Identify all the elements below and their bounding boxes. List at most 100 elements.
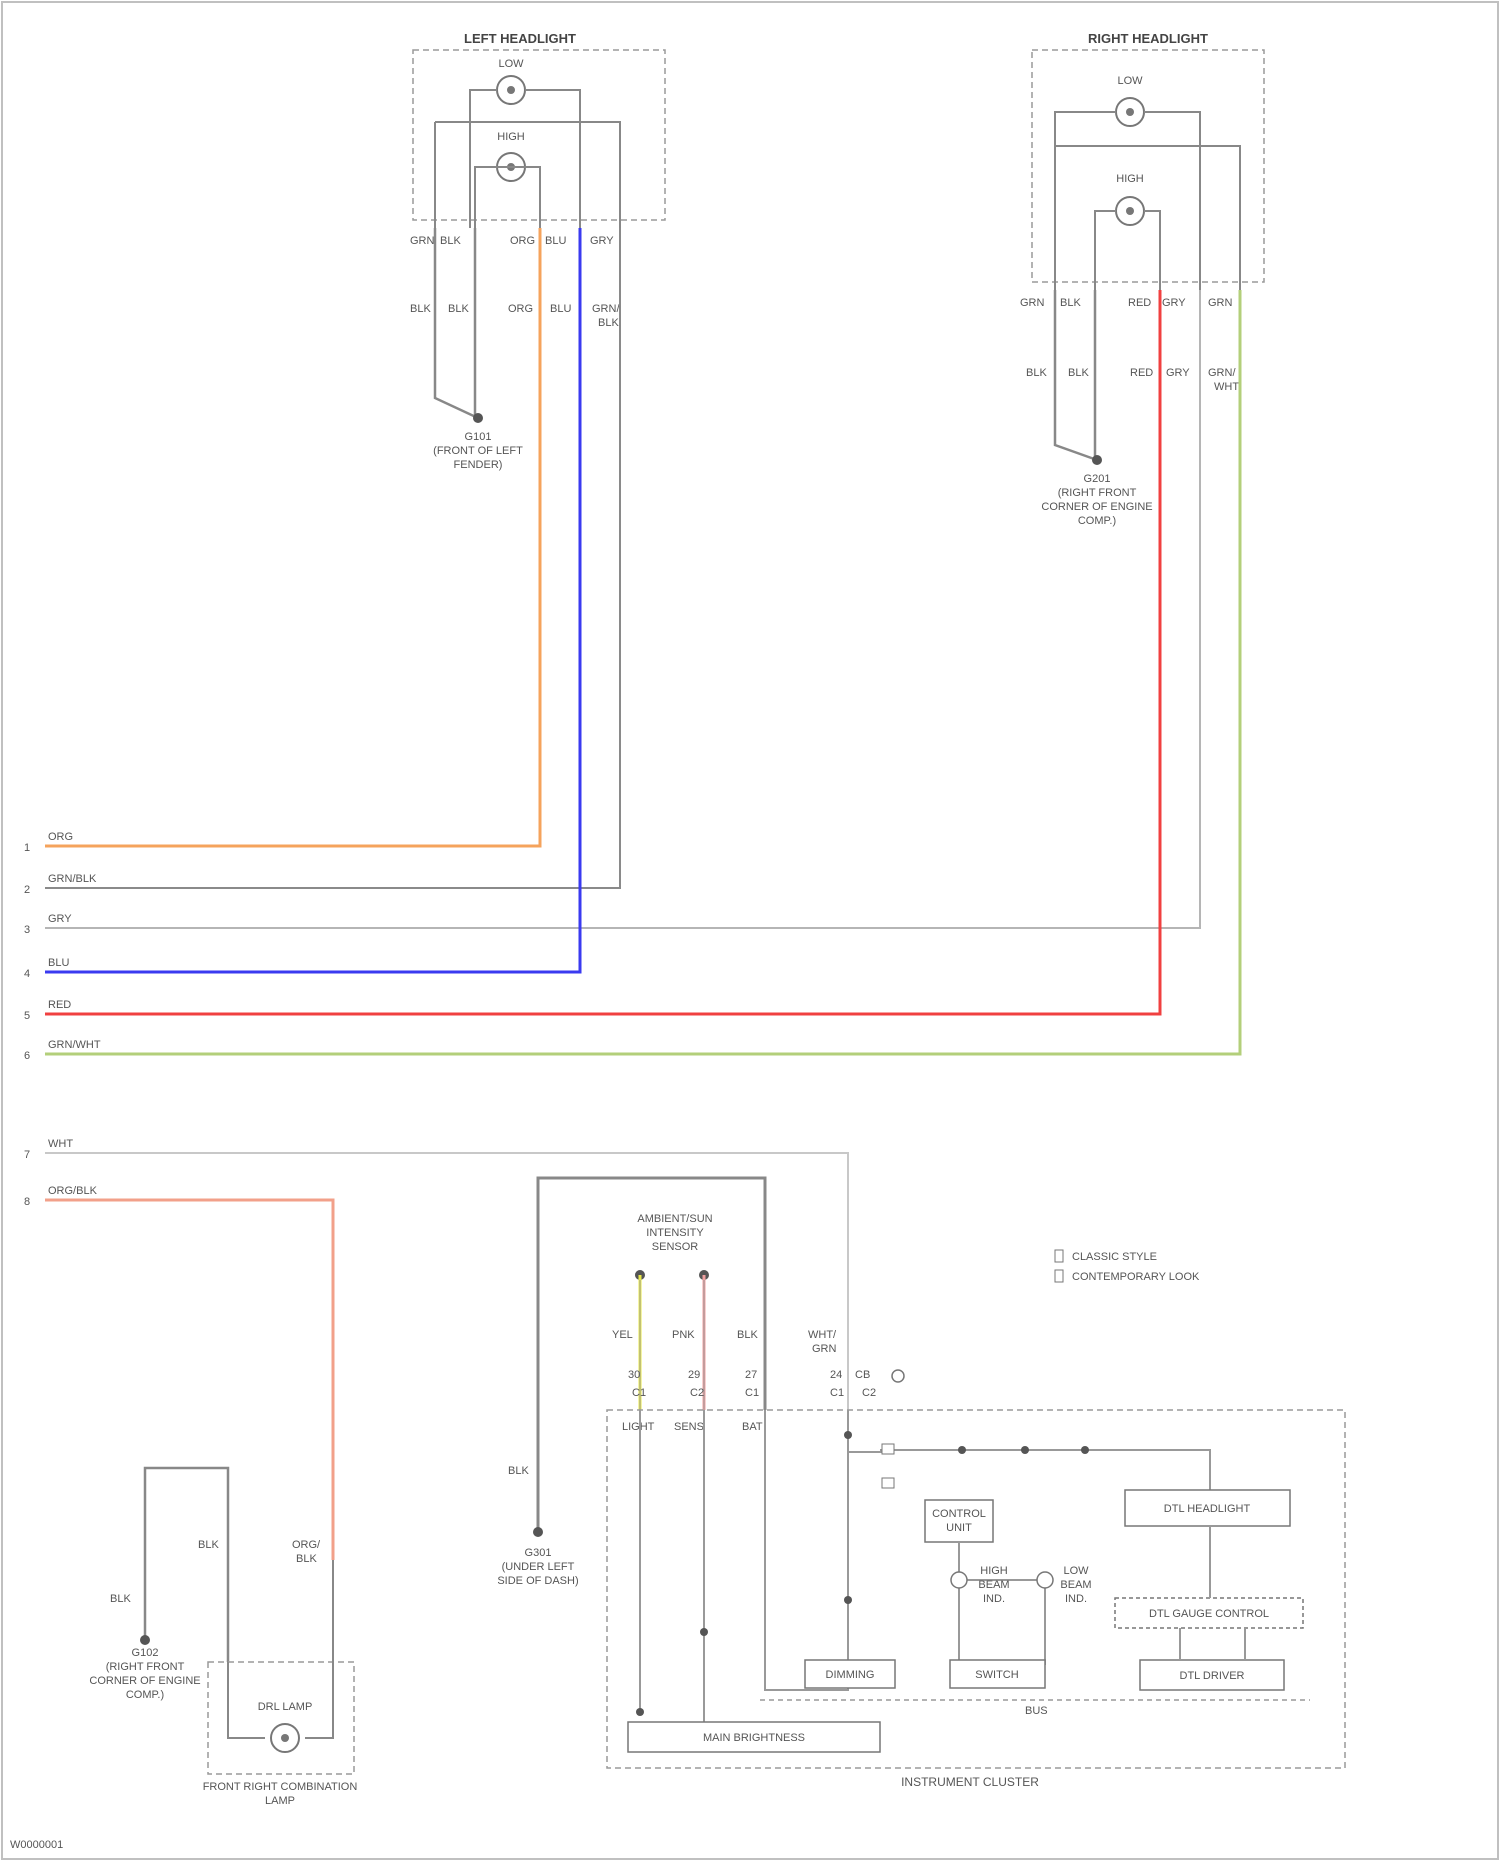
drl-lamp-label: DRL LAMP [258,1701,313,1713]
front-combo-label-2: LAMP [265,1795,295,1807]
cluster-node-3 [958,1446,966,1454]
diagram-code: W0000001 [10,1839,63,1851]
line-3-num: 3 [24,924,30,936]
svg-text:C2: C2 [690,1387,704,1399]
wire-red [45,290,1160,1014]
svg-text:WHT: WHT [1214,381,1239,393]
cluster-pin-marker [892,1370,904,1382]
center-ground-label-1: G301 [525,1547,552,1559]
left-low-bulb-filament [507,86,515,94]
left-ground-label-3: FENDER) [454,459,503,471]
svg-text:30: 30 [628,1369,640,1381]
right-low-bulb-filament [1126,108,1134,116]
control-unit-label-2: UNIT [946,1522,972,1534]
left-ground-label-2: (FRONT OF LEFT [433,445,523,457]
right-headlight-title: RIGHT HEADLIGHT [1088,31,1208,46]
line-4-name: BLU [48,957,69,969]
line-2-name: GRN/BLK [48,873,97,885]
svg-text:BLU: BLU [545,235,566,247]
cluster-blk-internal [765,1410,848,1690]
switch-label: SWITCH [975,1669,1018,1681]
wire-grn-blk [45,228,620,888]
svg-text:BLK: BLK [1060,297,1081,309]
center-ground-wire-label: BLK [508,1465,529,1477]
drl-ground-label-1: G102 [132,1647,159,1659]
line-6-num: 6 [24,1050,30,1062]
svg-text:BLU: BLU [550,303,571,315]
svg-text:BLK: BLK [1026,367,1047,379]
instrument-cluster-label: INSTRUMENT CLUSTER [901,1775,1039,1789]
svg-text:BLK: BLK [598,317,619,329]
wire-org-blk [45,1200,333,1560]
legend-label-1: CLASSIC STYLE [1072,1251,1157,1263]
left-headlight-assembly: LEFT HEADLIGHT LOW HIGH GRN BLK ORG BLU … [410,31,665,471]
right-headlight-assembly: RIGHT HEADLIGHT LOW HIGH GRN BLK RED GRY… [1020,31,1264,527]
low-beam-icon [1037,1572,1053,1588]
left-ground-wire [435,228,478,418]
drl-wire-blk-3: BLK [296,1553,317,1565]
right-headlight-frame [1032,50,1264,282]
wire-blk-label: BLK [737,1329,758,1341]
left-headlight-title: LEFT HEADLIGHT [464,31,576,46]
svg-text:ORG: ORG [508,303,533,315]
svg-text:SENS: SENS [674,1421,704,1433]
svg-text:C1: C1 [830,1387,844,1399]
right-ground-label-1: G201 [1084,473,1111,485]
right-pin-labels: GRN BLK RED GRY GRN BLK BLK RED GRY GRN/… [1020,297,1239,393]
right-ground-label-3: CORNER OF ENGINE [1041,501,1152,513]
drl-ground-label-4: COMP.) [126,1689,164,1701]
line-7-num: 7 [24,1149,30,1161]
drl-wire-blk-2: BLK [198,1539,219,1551]
high-beam-label-1: HIGH [980,1565,1008,1577]
svg-text:GRN: GRN [1020,297,1045,309]
svg-text:GRY: GRY [1166,367,1190,379]
svg-text:C1: C1 [745,1387,759,1399]
line-1-name: ORG [48,831,73,843]
wire-pnk-label: PNK [672,1329,695,1341]
sensor-label-2: INTENSITY [646,1227,704,1239]
right-ground-label-2: (RIGHT FRONT [1058,487,1137,499]
svg-text:27: 27 [745,1369,757,1381]
low-beam-label-1: LOW [1063,1565,1089,1577]
left-low-label: LOW [498,58,524,70]
left-bridge-wire [435,122,620,228]
svg-text:RED: RED [1128,297,1151,309]
drl-lamp-assembly: G102 (RIGHT FRONT CORNER OF ENGINE COMP.… [89,1468,357,1807]
control-unit-label-1: CONTROL [932,1508,986,1520]
svg-text:GRY: GRY [1162,297,1186,309]
center-ground-label-3: SIDE OF DASH) [497,1575,578,1587]
drl-wire-blk-1: BLK [110,1593,131,1605]
center-ground-label-2: (UNDER LEFT [502,1561,575,1573]
front-combo-label-1: FRONT RIGHT COMBINATION [203,1781,358,1793]
line-6-name: GRN/WHT [48,1039,101,1051]
wire-yel-label: YEL [612,1329,633,1341]
left-ground-label-1: G101 [465,431,492,443]
cluster-node-6 [636,1708,644,1716]
line-2-num: 2 [24,884,30,896]
line-3-name: GRY [48,913,72,925]
dtl-gauge-label: DTL GAUGE CONTROL [1149,1608,1269,1620]
line-8-num: 8 [24,1196,30,1208]
wire-wht [45,1153,848,1410]
high-beam-icon [951,1572,967,1588]
cluster-node-2 [844,1596,852,1604]
dtl-headlight-label: DTL HEADLIGHT [1164,1503,1251,1515]
control-unit-box [925,1500,993,1542]
svg-text:LIGHT: LIGHT [622,1421,655,1433]
wire-blu [45,228,580,972]
line-5-name: RED [48,999,71,1011]
center-ground-point [533,1527,543,1537]
cluster-pin-labels: 30 29 27 24 CB C1 C2 C1 C1 C2 [628,1369,876,1399]
wire-grn-wht [45,290,1240,1054]
svg-text:GRY: GRY [590,235,614,247]
drl-ground-label-3: CORNER OF ENGINE [89,1675,200,1687]
line-4-num: 4 [24,968,30,980]
left-high-label: HIGH [497,131,525,143]
svg-text:BLK: BLK [440,235,461,247]
legend-box-1 [1055,1250,1063,1262]
cluster-node-7 [700,1628,708,1636]
dimming-label: DIMMING [826,1669,875,1681]
instrument-cluster-frame [607,1410,1345,1768]
svg-text:29: 29 [688,1369,700,1381]
